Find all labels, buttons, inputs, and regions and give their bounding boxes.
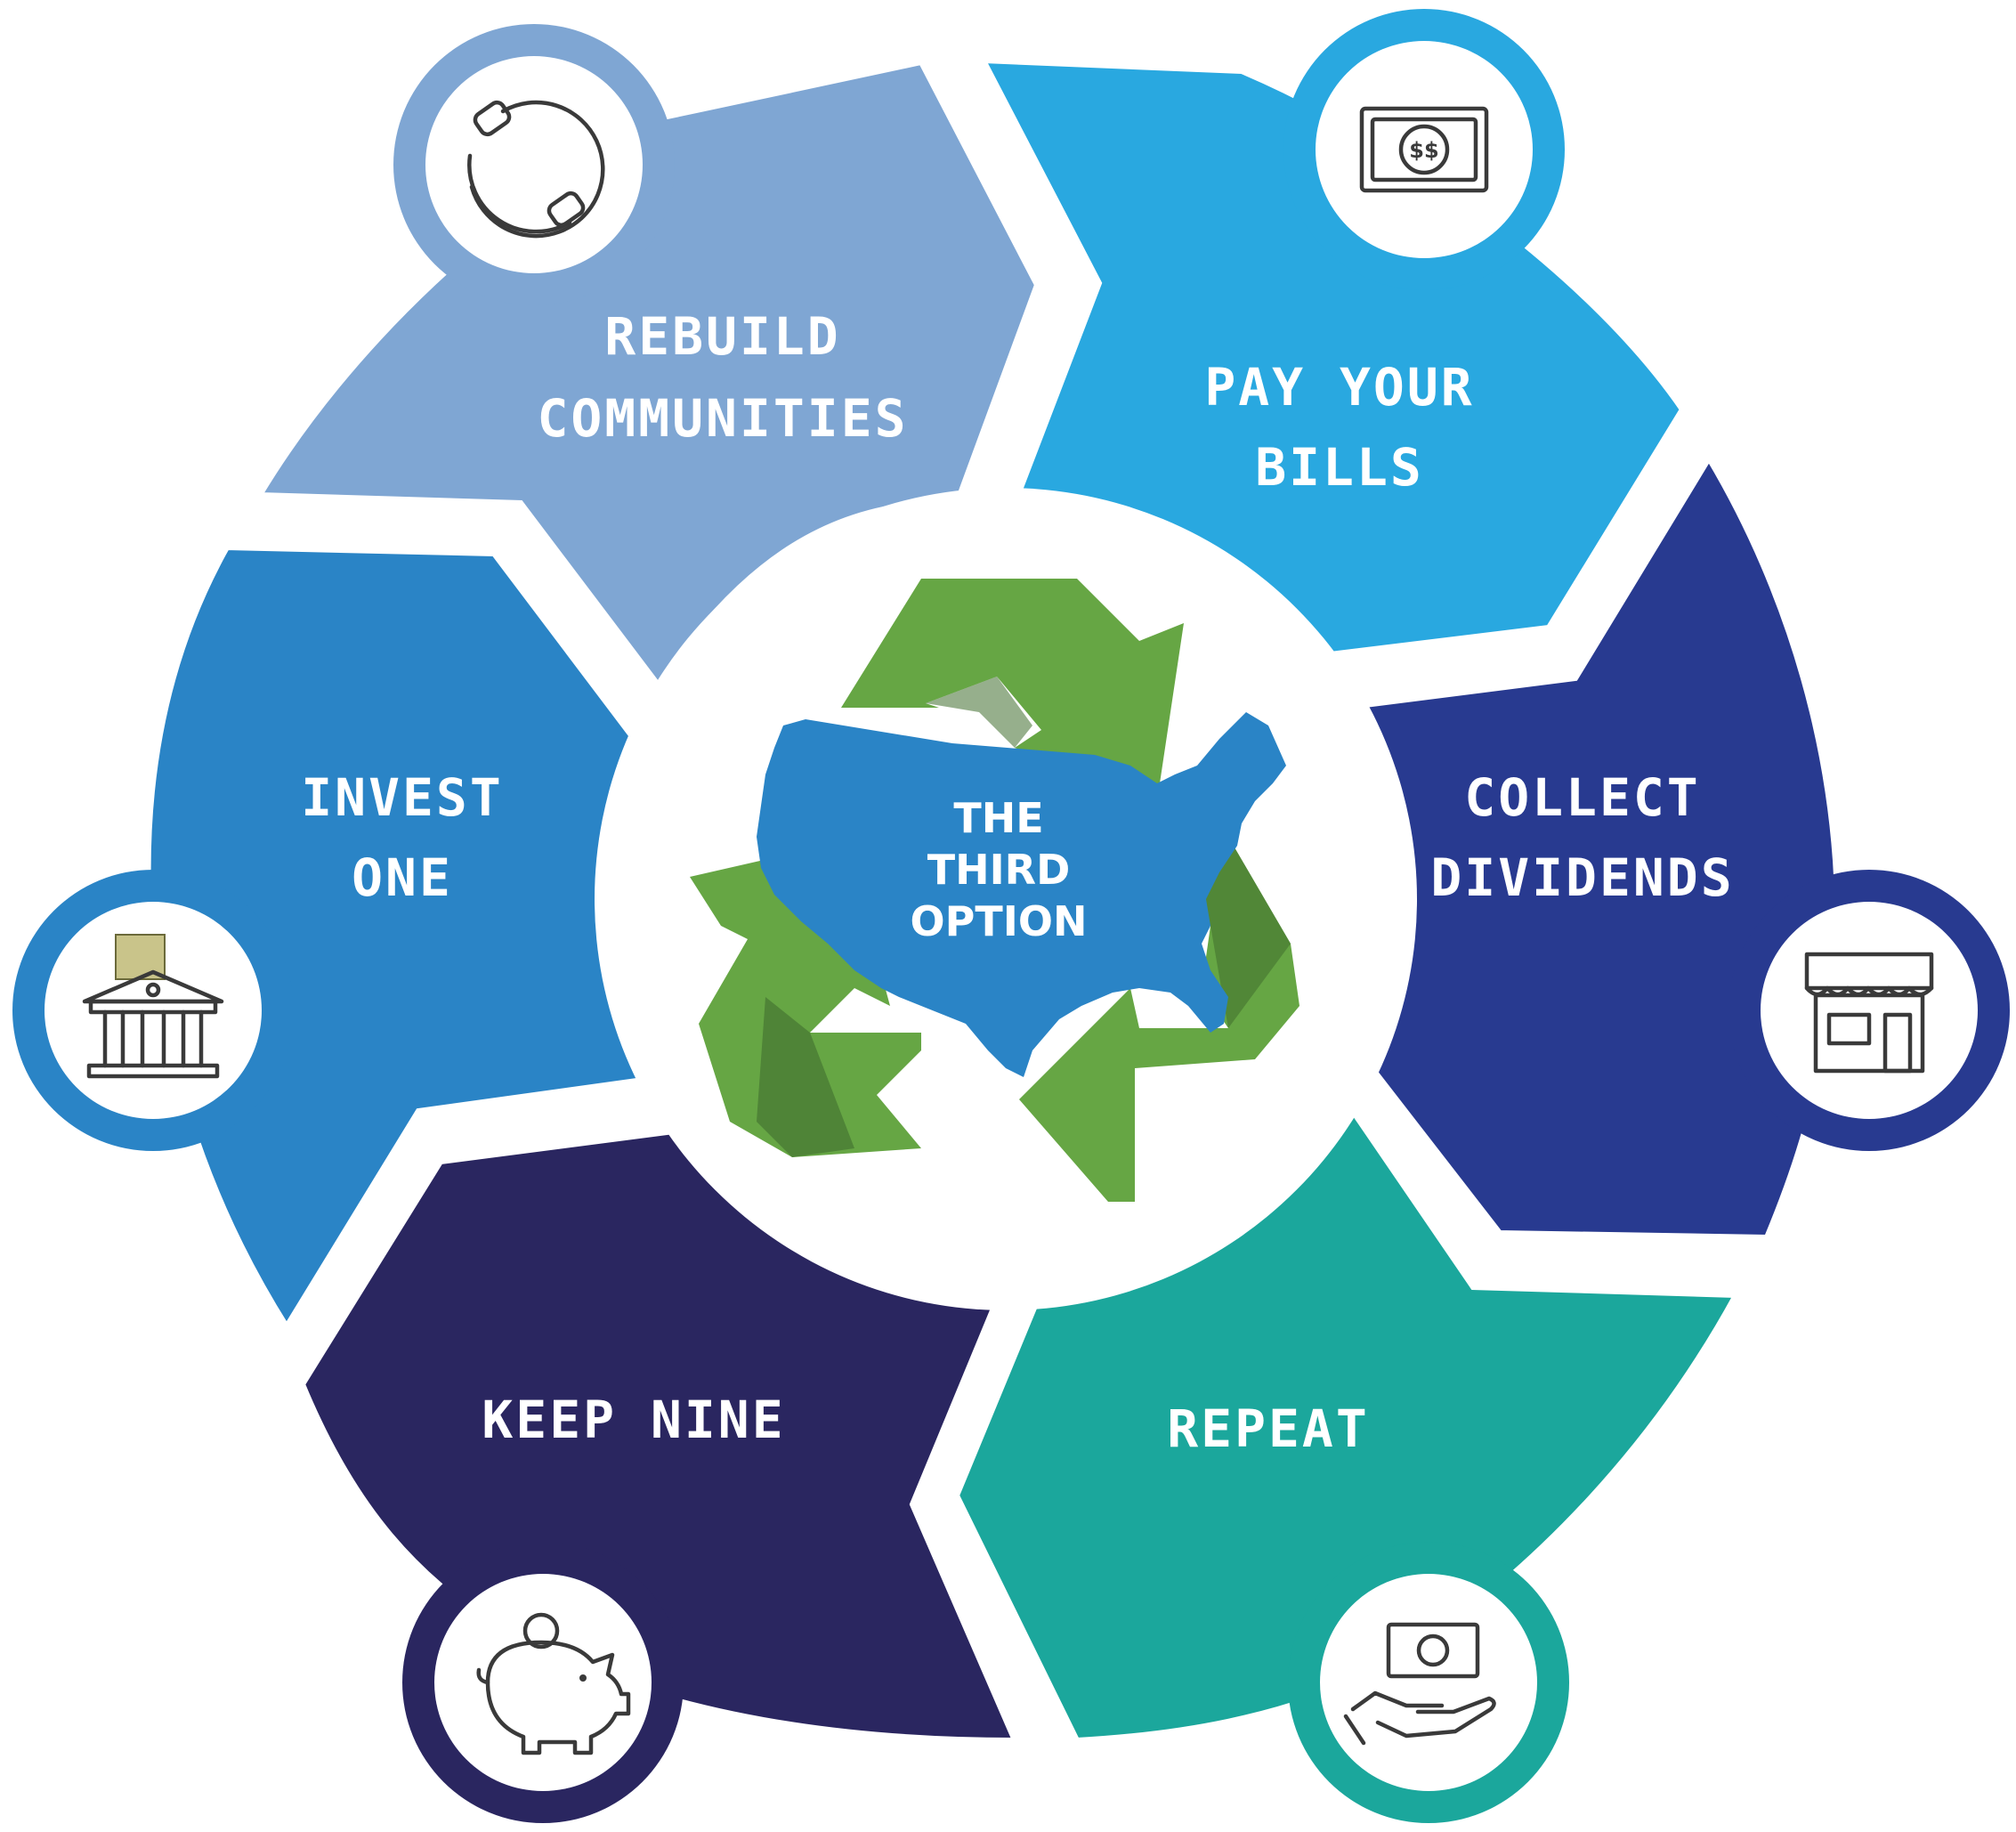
keep-label: KEEP NINE: [482, 1390, 785, 1450]
handshake-circle-icon: [467, 100, 605, 239]
segment-pay-your-bills: PAY YOUR BILLS: [978, 57, 1686, 661]
badge-keep: [402, 1542, 684, 1823]
recycle-arrows-icon: [690, 579, 1299, 1202]
usa-map-icon: [757, 712, 1286, 1077]
repeat-label: REPEAT: [1167, 1398, 1370, 1459]
invest-label-line-2: ONE: [352, 847, 453, 908]
collect-label-line-1: COLLECT: [1464, 767, 1700, 828]
piggy-bank-icon: [476, 1612, 631, 1755]
badge-repeat: [1288, 1542, 1569, 1823]
center-label-line-3: OPTION: [911, 897, 1088, 945]
recycle-arrow-left-shade: [757, 997, 854, 1157]
badge-rebuild: [393, 24, 675, 305]
hand-with-money-icon: [1343, 1622, 1496, 1746]
badge-pay: $$: [1283, 9, 1565, 290]
rebuild-label-line-1: REBUILD: [604, 306, 840, 367]
dollar-sign-glyph: $$: [1409, 138, 1438, 163]
center-label-line-1: THE: [953, 794, 1043, 842]
pay-label-line-2: BILLS: [1255, 437, 1424, 498]
bank-building-icon: [82, 934, 224, 1079]
invest-label-line-1: INVEST: [301, 767, 504, 828]
center-label-line-2: THIRD: [927, 846, 1071, 894]
collect-label-line-2: DIVIDENDS: [1430, 847, 1734, 908]
badge-collect: [1729, 870, 2010, 1151]
badge-invest: [12, 870, 294, 1151]
dollar-bill-icon: $$: [1359, 106, 1489, 193]
rebuild-label-line-2: COMMUNITIES: [537, 388, 908, 449]
pay-label-line-1: PAY YOUR: [1204, 357, 1474, 417]
storefront-icon: [1804, 952, 1934, 1074]
recycle-arrow-top: [841, 579, 1184, 801]
recycle-arrow-top-shade: [926, 677, 1032, 748]
